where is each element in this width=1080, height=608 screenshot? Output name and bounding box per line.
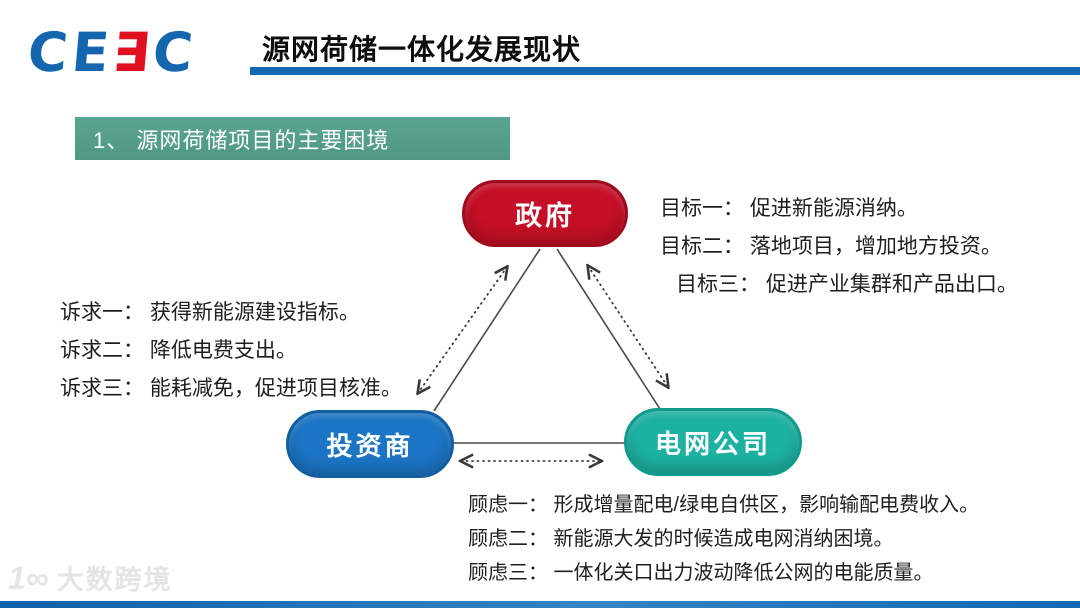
concern-line-1: 顾虑一： 形成增量配电/绿电自供区，影响输配电费收入。 <box>468 494 980 516</box>
page-title: 源网荷储一体化发展现状 <box>262 34 582 65</box>
logo-letter: C <box>25 21 71 84</box>
node-grid-company-label: 电网公司 <box>654 428 771 459</box>
government-investor-line <box>433 248 541 412</box>
logo-letter: E <box>68 21 112 84</box>
goal-line-1: 目标一： 促进新能源消纳。 <box>660 197 918 220</box>
watermark: 1∞ 大数跨境 <box>8 558 173 597</box>
ceec-logo: C E ∃ C <box>25 20 196 86</box>
section-banner-label: 1、 源网荷储项目的主要困境 <box>93 127 390 153</box>
concern-line-2: 顾虑二： 新能源大发的时候造成电网消纳困境。 <box>468 528 894 550</box>
government-grid-line <box>556 248 661 410</box>
node-investor: 投资商 <box>286 410 454 478</box>
watermark-text: 大数跨境 <box>56 565 173 595</box>
grid-concerns-list: 顾虑一： 形成增量配电/绿电自供区，影响输配电费收入。 顾虑二： 新能源大发的时… <box>468 488 979 590</box>
government-grid-arrow <box>588 266 668 387</box>
concern-line-3: 顾虑三： 一体化关口出力波动降低公网的电能质量。 <box>468 562 934 584</box>
node-government-label: 政府 <box>515 201 575 231</box>
section-banner: 1、 源网荷储项目的主要困境 <box>75 117 510 160</box>
node-investor-label: 投资商 <box>326 430 414 461</box>
node-government: 政府 <box>462 180 628 247</box>
demand-line-2: 诉求二： 降低电费支出。 <box>60 339 297 362</box>
watermark-logo-icon: 1∞ <box>8 559 49 596</box>
goal-line-2: 目标二： 落地项目，增加地方投资。 <box>660 235 1002 258</box>
footer-accent-bar <box>0 601 1080 608</box>
logo-letter: C <box>150 21 196 84</box>
goal-line-3: 目标三： 促进产业集群和产品出口。 <box>676 273 1018 296</box>
investor-demands-list: 诉求一： 获得新能源建设指标。 诉求二： 降低电费支出。 诉求三： 能耗减免，促… <box>60 294 402 408</box>
node-grid-company: 电网公司 <box>624 408 802 476</box>
title-underline <box>250 67 1080 75</box>
government-goals-list: 目标一： 促进新能源消纳。 目标二： 落地项目，增加地方投资。 目标三： 促进产… <box>660 190 1018 304</box>
government-investor-arrow <box>418 267 507 393</box>
demand-line-1: 诉求一： 获得新能源建设指标。 <box>60 301 360 324</box>
demand-line-3: 诉求三： 能耗减免，促进项目核准。 <box>60 377 402 400</box>
logo-letter: ∃ <box>109 21 153 84</box>
